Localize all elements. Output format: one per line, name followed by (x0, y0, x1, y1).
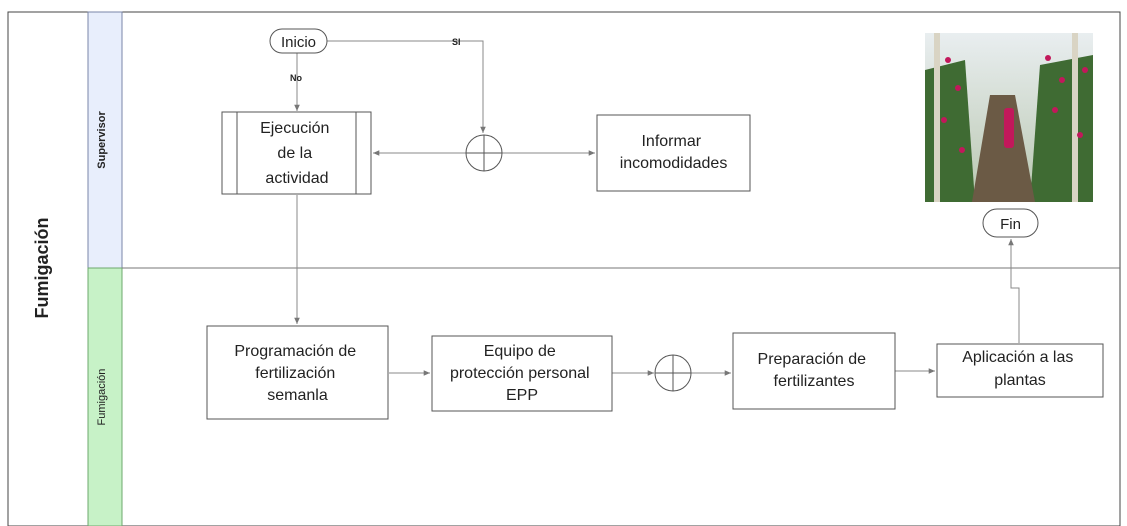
photo-worker (1004, 108, 1014, 148)
gateway-parallel-2[interactable] (654, 354, 692, 392)
end-event[interactable]: Fin (982, 208, 1039, 238)
edge-start-to-gateway (327, 40, 486, 133)
task-informar[interactable]: Informar incomodidades (596, 114, 751, 192)
start-event-label: Inicio (281, 34, 316, 51)
start-event[interactable]: Inicio (269, 28, 328, 54)
pool-title: Fumigación (32, 217, 52, 318)
task-ejecucion-label: Ejecución de la actividad (260, 120, 334, 187)
photo-flowers (941, 55, 1088, 153)
task-aplicacion[interactable]: Aplicación a las plantas (936, 343, 1104, 398)
edge-label-no: No (290, 73, 302, 83)
photo-aisle (972, 95, 1035, 202)
lane-label-supervisor: Supervisor (96, 111, 108, 169)
task-preparacion[interactable]: Preparación de fertilizantes (732, 332, 896, 410)
task-informar-label: Informar incomodidades (620, 133, 728, 172)
edge-aplicacion-to-fin (1008, 239, 1020, 343)
greenhouse-photo (925, 33, 1093, 202)
task-aplicacion-label: Aplicación a las plantas (962, 349, 1078, 389)
edge-label-si: SI (452, 37, 461, 47)
task-ejecucion[interactable]: Ejecución de la actividad (221, 111, 372, 195)
lane-header-supervisor (87, 11, 123, 269)
gateway-parallel-1[interactable] (465, 134, 503, 172)
end-event-label: Fin (1000, 216, 1021, 233)
task-programacion-label: Programación de fertilización semanla (234, 343, 360, 404)
task-equipo-label: Equipo de protección personal EPP (450, 343, 594, 404)
task-programacion[interactable]: Programación de fertilización semanla (206, 325, 389, 420)
lane-header-fumigacion (87, 267, 123, 526)
task-equipo[interactable]: Equipo de protección personal EPP (431, 335, 613, 412)
photo-post-left (934, 33, 940, 202)
lane-label-fumigacion: Fumigación (96, 369, 108, 426)
photo-post-right (1072, 33, 1078, 202)
task-preparacion-label: Preparación de fertilizantes (758, 351, 871, 390)
